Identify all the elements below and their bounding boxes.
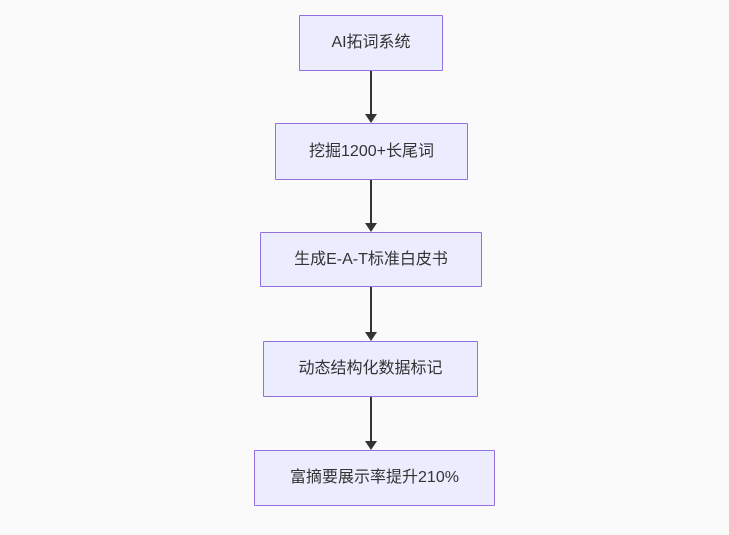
flow-arrow-3 [365,287,377,341]
flowchart-node-generate-eat-whitepaper: 生成E-A-T标准白皮书 [260,232,482,287]
node-label: 动态结构化数据标记 [298,360,443,378]
flow-arrow-2 [365,180,377,232]
flowchart-node-mine-longtail-keywords: 挖掘1200+长尾词 [275,123,468,180]
node-label: 挖掘1200+长尾词 [309,142,434,160]
flow-arrow-4 [365,397,377,450]
node-label: 富摘要展示率提升210% [290,469,459,487]
flowchart-node-rich-snippet-rate-increase: 富摘要展示率提升210% [254,450,495,506]
flowchart-node-dynamic-structured-data-markup: 动态结构化数据标记 [263,341,478,397]
node-label: AI拓词系统 [331,34,411,52]
node-label: 生成E-A-T标准白皮书 [294,250,448,268]
flow-arrow-1 [365,71,377,123]
flowchart-node-ai-word-expansion-system: AI拓词系统 [299,15,443,71]
